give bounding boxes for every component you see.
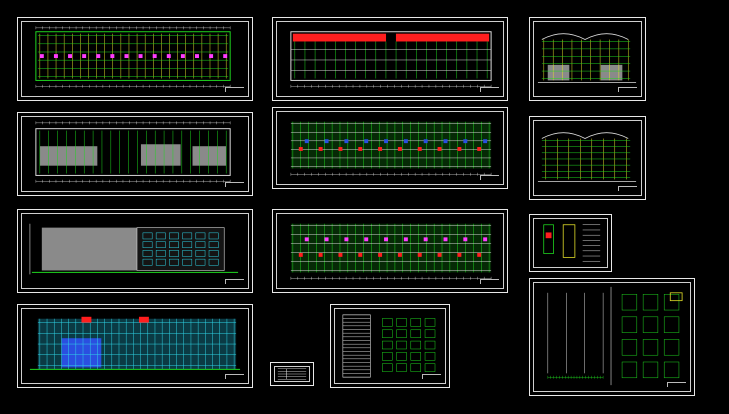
details-drawing: [547, 286, 683, 386]
legend-drawing: [277, 368, 307, 380]
detail-drawing: [543, 224, 601, 262]
sheet-elevation-1[interactable]: [17, 209, 253, 293]
sheet-frame: [533, 21, 642, 97]
floor-plan-color-drawing: [290, 121, 492, 176]
title-block: [618, 87, 637, 92]
title-block: [225, 87, 244, 92]
title-block: [480, 87, 499, 92]
sheet-section-2[interactable]: [529, 116, 646, 200]
elevation-cyan-drawing: [29, 316, 241, 370]
sheet-frame: [276, 213, 504, 289]
floor-plan-color-drawing: [290, 223, 492, 280]
door-window-schedule-drawing: [342, 314, 436, 378]
floor-plan-gray-drawing: [35, 121, 231, 183]
sheet-elevation-2[interactable]: [17, 304, 253, 388]
sheet-frame: [276, 21, 504, 97]
section-drawing: [537, 33, 637, 83]
sheet-frame: [21, 21, 249, 97]
sheet-frame: [533, 218, 608, 268]
sheet-frame: [334, 308, 446, 384]
title-block: [225, 279, 244, 284]
sheet-frame: [274, 366, 310, 382]
sheet-frame: [276, 111, 504, 185]
sheet-detail-small[interactable]: [529, 214, 612, 272]
section-drawing: [537, 132, 637, 182]
sheet-frame: [21, 213, 249, 289]
sheet-roof-plan[interactable]: [272, 17, 508, 101]
sheet-frame: [533, 120, 642, 196]
elevation-gray-drawing: [29, 223, 239, 275]
title-block: [480, 279, 499, 284]
title-block: [225, 374, 244, 379]
sheet-plan-1[interactable]: [17, 17, 253, 101]
sheet-frame: [21, 308, 249, 384]
title-block: [667, 382, 686, 387]
sheet-frame: [533, 282, 691, 392]
sheet-plan-3[interactable]: [272, 107, 508, 189]
sheet-legend[interactable]: [270, 362, 314, 386]
title-block: [225, 182, 244, 187]
sheet-plan-4[interactable]: [272, 209, 508, 293]
sheet-section-1[interactable]: [529, 17, 646, 101]
title-block: [618, 186, 637, 191]
floor-plan-drawing: [35, 26, 231, 88]
sheet-frame: [21, 116, 249, 192]
sheet-details-large[interactable]: [529, 278, 695, 396]
roof-plan-drawing: [290, 31, 492, 88]
title-block: [480, 175, 499, 180]
sheet-schedule[interactable]: [330, 304, 450, 388]
sheet-plan-2[interactable]: [17, 112, 253, 196]
title-block: [422, 374, 441, 379]
